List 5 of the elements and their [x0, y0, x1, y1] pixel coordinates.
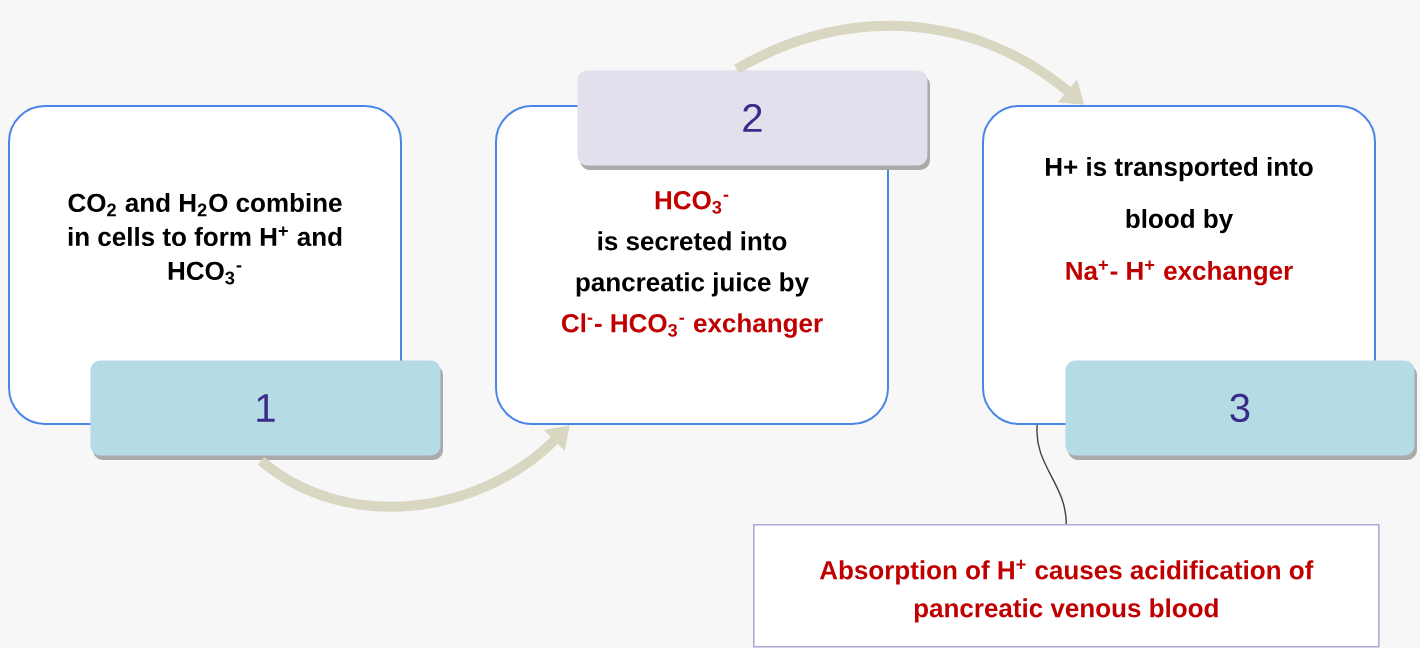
number-badge: 2 [577, 70, 930, 170]
leader-line [1036, 424, 1067, 525]
number-badge: 3 [1065, 360, 1417, 460]
number-badge: 1 [90, 360, 443, 460]
note-box: Absorption of H$^{+}$ causes acidification of pancreatic venous blood [753, 524, 1380, 648]
